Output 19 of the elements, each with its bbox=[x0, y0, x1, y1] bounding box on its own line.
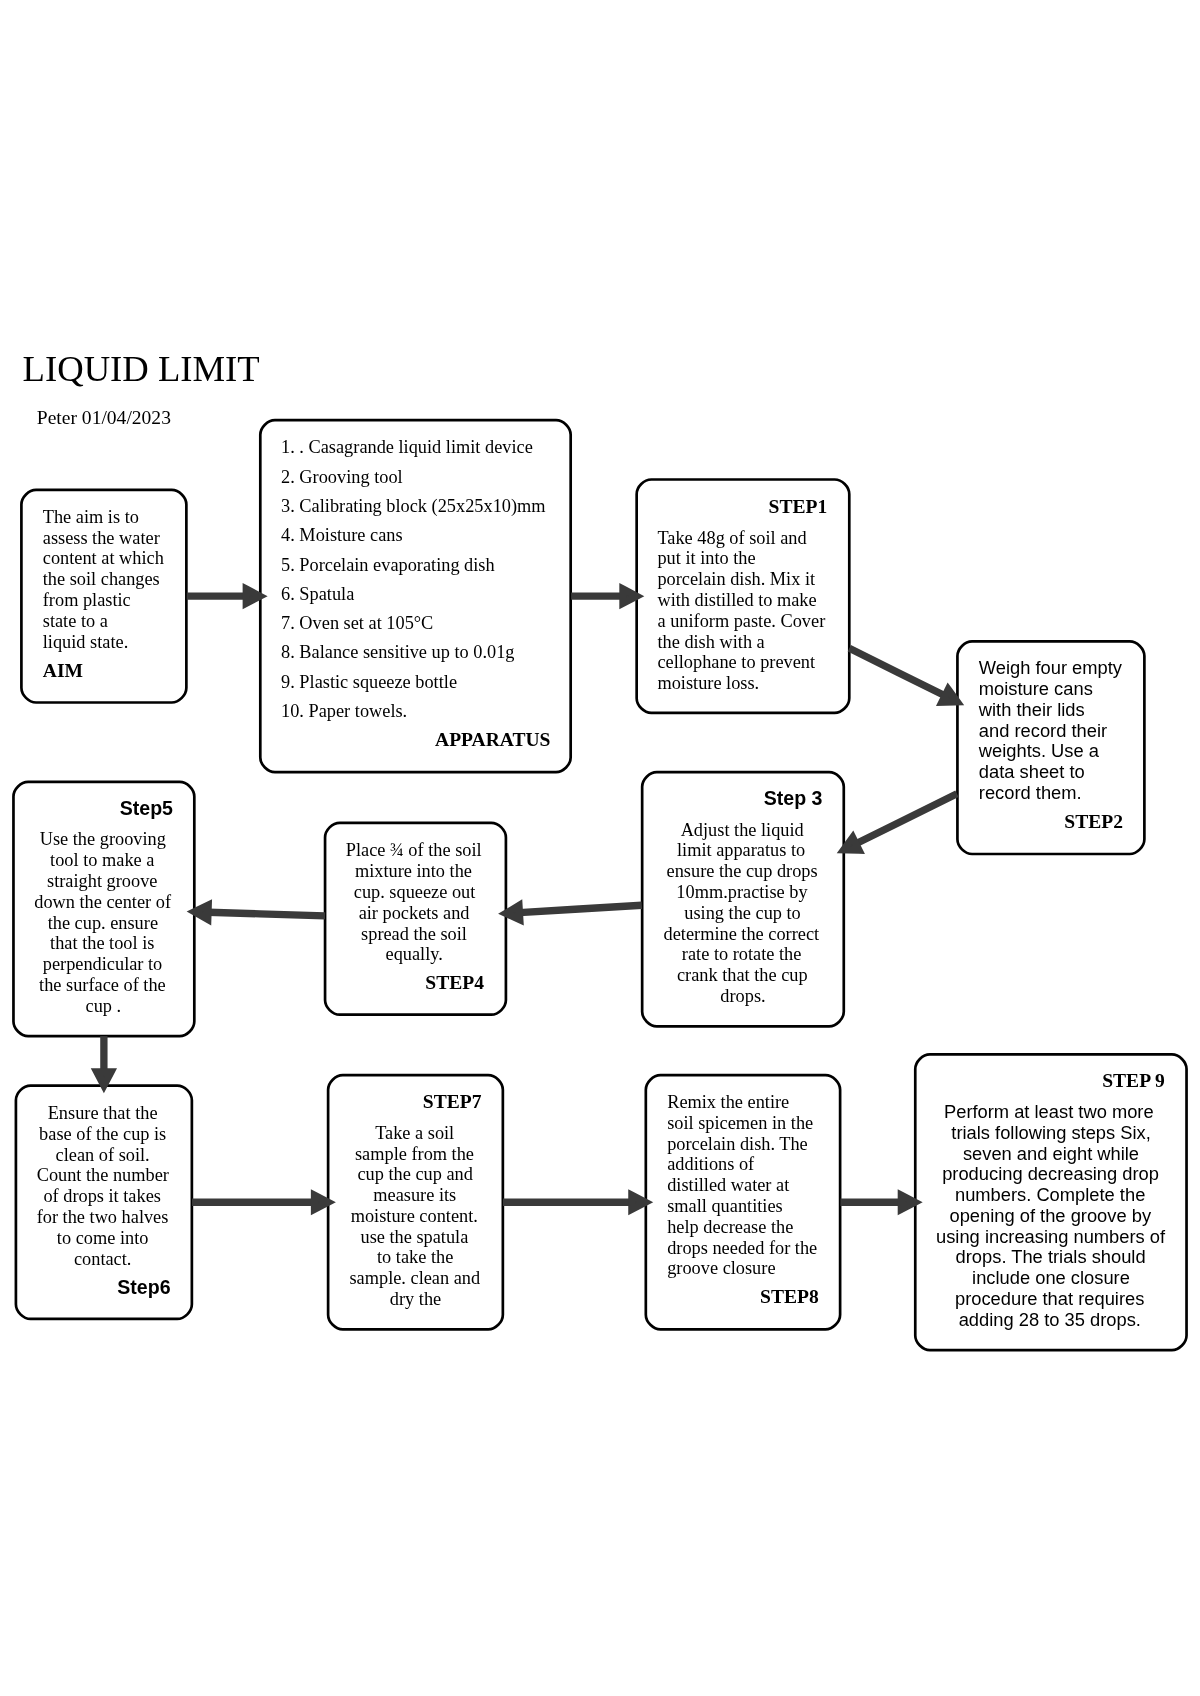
arrow bbox=[498, 898, 643, 925]
node-box: The aim is to assess the water content at which the soil changes from plastic state to a liquid state. AIM bbox=[20, 488, 188, 704]
node-box: STEP7 Take a soil sample from the cup the cup and measure its moisture content. use the spatula to take the sample. clean and dry the bbox=[326, 1073, 505, 1331]
node-box: Ensure that the base of the cup is clean of soil. Count the number of drops it takes for the two halves to come into contact. Step6 bbox=[14, 1083, 194, 1320]
node-box: Weigh four empty moisture cans with their lids and record their weights. Use a data sheet to record them. STEP2 bbox=[956, 639, 1146, 855]
node-box: STEP 9 Perform at least two more trials following steps Six, seven and eight while producing decreasing drop numbers. Complete the opening of the groove by using increasing numbers of drops. The trials should include one closure procedure that requires adding 28 to 35 drops. bbox=[913, 1052, 1188, 1351]
arrow bbox=[847, 644, 965, 706]
node-box: STEP1 Take 48g of soil and put it into the porcelain dish. Mix it with distilled to make a uniform paste. Cover the dish with a cellophane to prevent moisture loss. bbox=[635, 477, 851, 714]
arrow bbox=[186, 582, 268, 609]
node-box: Remix the entire soil spicemen in the porcelain dish. The additions of distilled water at small quantities help decrease the drops needed for the groove closure STEP8 bbox=[644, 1073, 842, 1331]
arrow bbox=[502, 1188, 654, 1215]
arrow bbox=[186, 898, 326, 925]
node-box: 1. . Casagrande liquid limit device 2. Grooving tool 3. Calibrating block (25x25x10)mm 4. Moisture cans 5. Porcelain evaporating dish 6. Spatula 7. Oven set at 105°C 8. Balance sensitive up to 0.01g 9. Plastic squeeze bottle 10. Paper towels. APPARATUS bbox=[258, 418, 572, 773]
node-box: Step5 Use the grooving tool to make a straight groove down the center of the cup. ensure that the tool is perpendicular to the surface of the cup . bbox=[12, 780, 196, 1037]
diagram-title: LIQUID LIMIT bbox=[22, 347, 260, 389]
node-box: Place ¾ of the soil mixture into the cup. squeeze out air pockets and spread the soil equally. STEP4 bbox=[323, 821, 508, 1016]
label: Peter 01/04/2023 bbox=[36, 406, 171, 428]
node-box: Step 3 Adjust the liquid limit apparatus to ensure the cup drops 10mm.practise by using the cup to determine the correct rate to rotate the crank that the cup drops. bbox=[640, 770, 846, 1028]
arrow bbox=[836, 789, 959, 854]
